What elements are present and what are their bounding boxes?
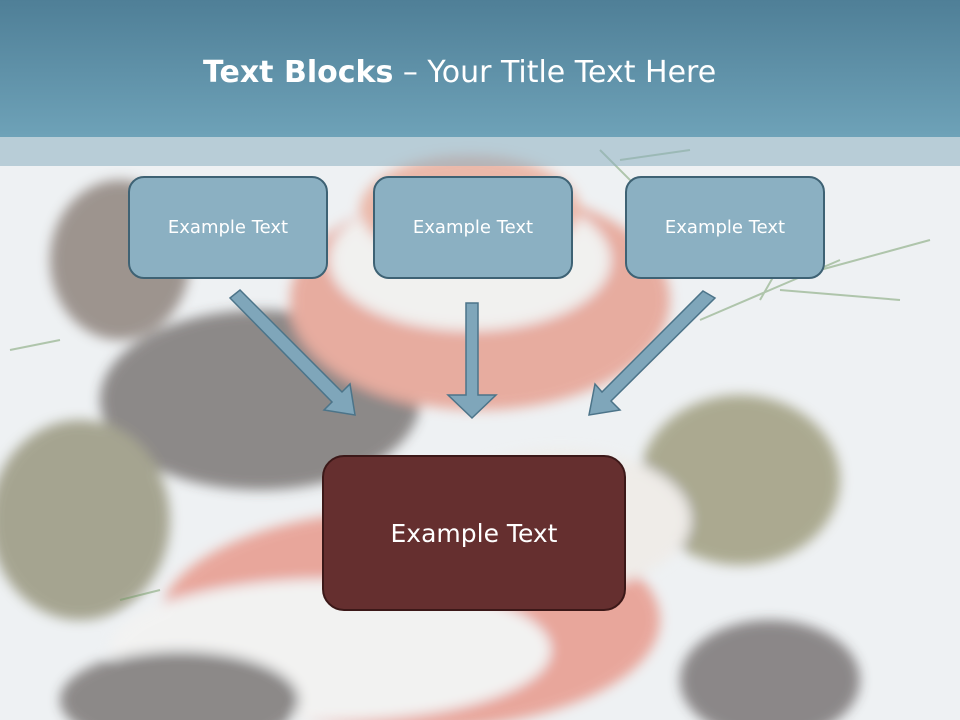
text-block-1[interactable]: Example Text [128, 176, 328, 279]
text-block-2-label: Example Text [412, 217, 534, 238]
text-block-main[interactable]: Example Text [322, 455, 626, 611]
text-block-3-label: Example Text [664, 217, 786, 238]
title-bold: Text Blocks [203, 55, 394, 90]
slide-title: Text Blocks – Your Title Text Here [203, 55, 716, 90]
text-block-main-label: Example Text [390, 518, 558, 548]
title-bar [0, 0, 960, 137]
text-block-1-label: Example Text [167, 217, 289, 238]
text-block-3[interactable]: Example Text [625, 176, 825, 279]
title-dash: – [393, 55, 428, 90]
title-strip [0, 137, 960, 166]
arrow-left [228, 288, 356, 416]
title-rest: Your Title Text Here [427, 55, 717, 90]
arrow-center [446, 302, 498, 420]
arrow-right [588, 290, 717, 416]
text-block-2[interactable]: Example Text [373, 176, 573, 279]
